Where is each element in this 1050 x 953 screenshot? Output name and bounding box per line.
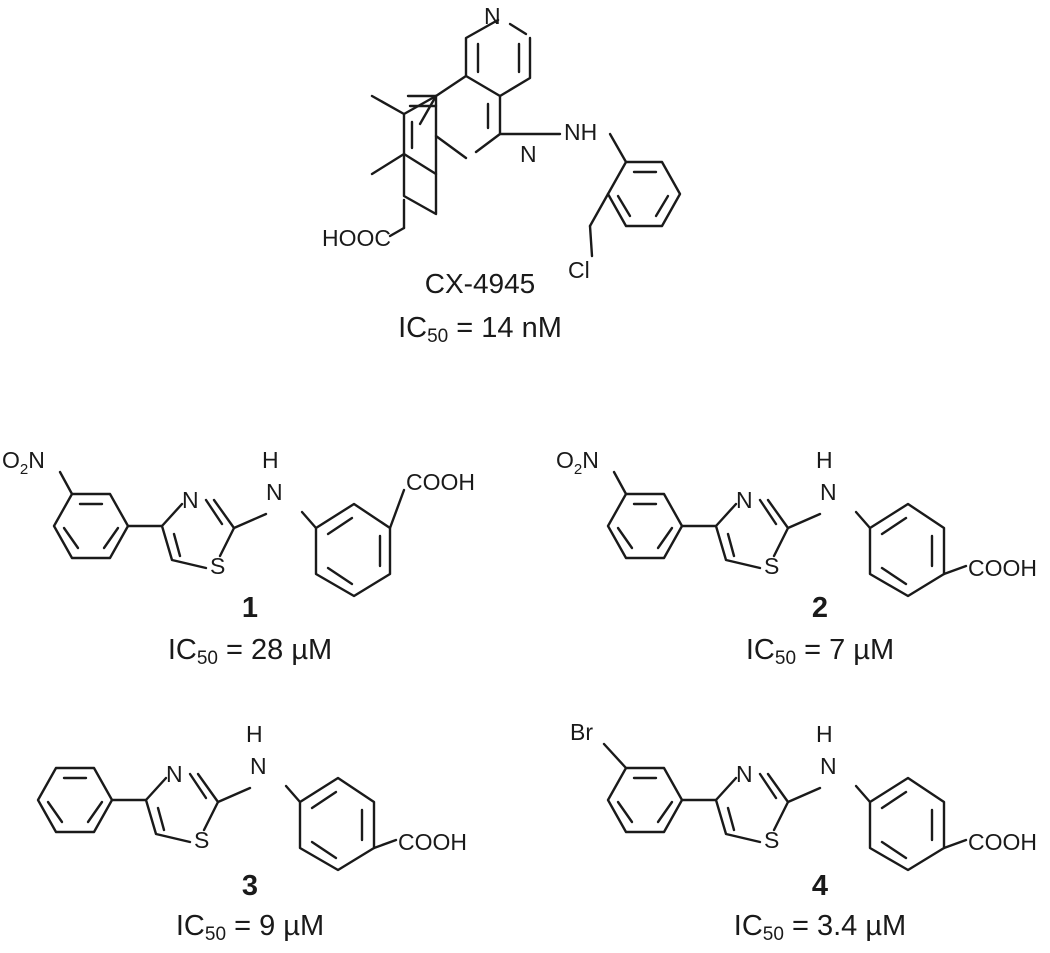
compound-4-ic50-label: IC <box>733 910 763 942</box>
compound-3-thiazole-n-label: N <box>166 761 183 787</box>
compound-2-thiazole-n-label: N <box>736 487 753 513</box>
cx4945-cooh-label: HOOC <box>322 225 391 251</box>
cx4945-structure: N N NH HOOC Cl <box>322 3 682 283</box>
cx4945-ic50: IC50 = 14 nM <box>330 312 630 348</box>
cx4945-ic50-label: IC <box>398 312 428 344</box>
compound-4-thiazole-s-label: S <box>764 827 779 853</box>
cx4945-cl-label: Cl <box>568 257 590 283</box>
compound-3-phenyl-ring <box>36 766 114 834</box>
compound-2-nitrophenyl-ring <box>606 492 684 560</box>
compound-2-ic50: IC50 = 7 µM <box>680 634 960 670</box>
cx4945-pyridine-ring <box>464 18 532 98</box>
compound-3-cooh-label: COOH <box>398 829 467 855</box>
compound-2-nh-h-label: H <box>816 447 833 473</box>
compound-2-name: 2 <box>811 592 829 624</box>
compound-2-ic50-value: = 7 µM <box>796 634 895 666</box>
cx4945-name: CX-4945 <box>424 268 536 299</box>
compound-4-br-label: Br <box>570 719 593 745</box>
compound-2-ic50-sub: 50 <box>774 648 797 669</box>
compound-1-thiazole-s-label: S <box>210 553 225 579</box>
compound-2-thiazole-s-label: S <box>764 553 779 579</box>
compound-4-ic50-value: = 3.4 µM <box>783 910 907 942</box>
compound-1-nh-label: N <box>266 479 283 505</box>
compound-4-ic50: IC50 = 3.4 µM <box>680 910 960 946</box>
compound-4-bromophenyl-ring <box>606 766 684 834</box>
compound-1-ic50-value: = 28 µM <box>217 634 333 666</box>
compound-2-ic50-label: IC <box>745 634 775 666</box>
cx4945-nh-label: NH <box>564 119 597 145</box>
compound-3-nh-label: N <box>250 753 267 779</box>
compound-4-cooh-label: COOH <box>968 829 1037 855</box>
cx4945-ic50-value: = 14 nM <box>448 312 562 344</box>
compound-2-no2-label: O2N <box>556 447 599 478</box>
compound-1-no2-label: O2N <box>2 447 45 478</box>
compound-1-thiazole-n-label: N <box>182 487 199 513</box>
compound-1-nitrophenyl-ring <box>52 492 130 560</box>
compound-1-structure: O2N N S H N COOH <box>2 447 475 598</box>
cx4945-central-ring <box>434 74 502 160</box>
compound-3-ic50-value: = 9 µM <box>226 910 325 942</box>
compound-2-nh-label: N <box>820 479 837 505</box>
compound-1-benzoic-ring <box>314 502 392 598</box>
compound-1-ic50: IC50 = 28 µM <box>110 634 390 670</box>
compound-1-nh-h-label: H <box>262 447 279 473</box>
compound-2-structure: O2N N S H N COOH <box>556 447 1037 598</box>
compound-4-thiazole-n-label: N <box>736 761 753 787</box>
compound-4-structure: Br N S H N COOH <box>570 719 1037 872</box>
compound-3-ic50-sub: 50 <box>204 924 227 945</box>
compound-3-structure: N S H N COOH <box>36 721 467 872</box>
compound-1-ic50-label: IC <box>167 634 197 666</box>
cx4945-ring-n-label: N <box>520 141 537 167</box>
cx4945-ic50-sub: 50 <box>427 326 449 347</box>
compound-1-ic50-sub: 50 <box>196 648 218 669</box>
compound-3-nh-h-label: H <box>246 721 263 747</box>
compound-4-name: 4 <box>811 870 829 902</box>
compound-2-cooh-label: COOH <box>968 555 1037 581</box>
cx4945-pyridine-n-label: N <box>484 3 501 29</box>
compound-3-ic50: IC50 = 9 µM <box>110 910 390 946</box>
compound-4-nh-label: N <box>820 753 837 779</box>
compound-3-name: 3 <box>241 870 259 902</box>
compound-3-ic50-label: IC <box>175 910 205 942</box>
compound-3-thiazole-s-label: S <box>194 827 209 853</box>
compound-1-cooh-label: COOH <box>406 469 475 495</box>
compound-4-ic50-sub: 50 <box>762 924 784 945</box>
compound-1-name: 1 <box>241 592 259 624</box>
compound-4-nh-h-label: H <box>816 721 833 747</box>
cx4945-benzo-ring <box>370 94 438 176</box>
